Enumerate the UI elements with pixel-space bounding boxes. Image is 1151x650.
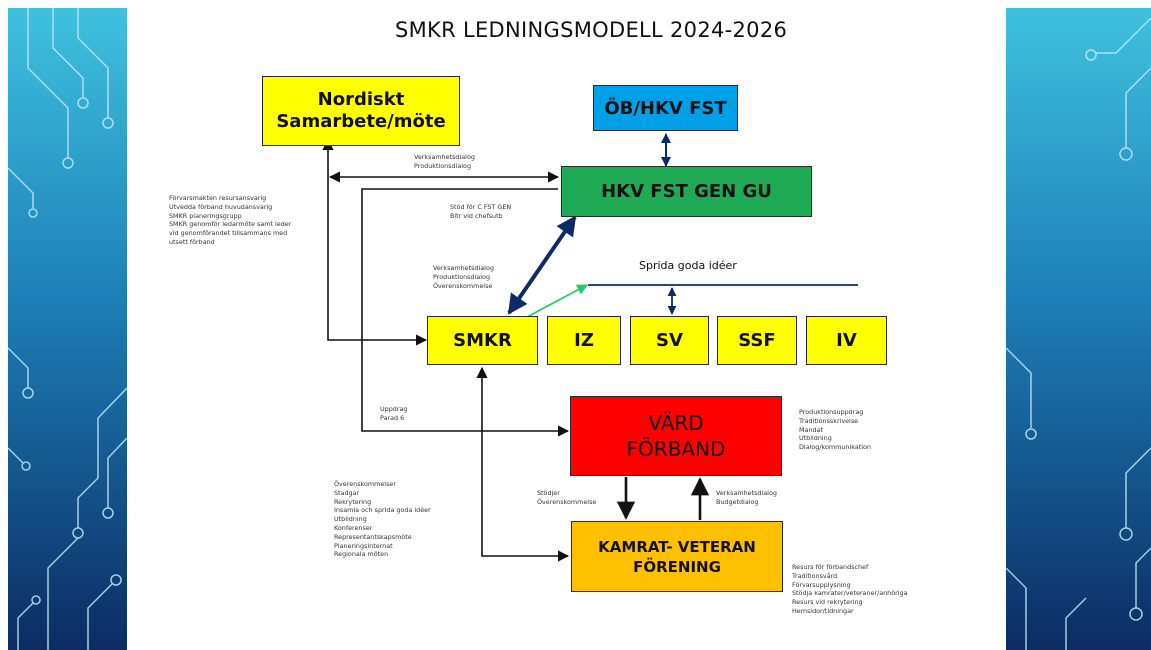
note-line: Representantskapsmöte [334,532,412,541]
box-vard-label: VÄRD FÖRBAND [626,411,726,461]
note-line: Budgetdialog [716,497,759,506]
note-line: Resurs för förbandschef [792,563,869,571]
note-line: Planeringsinternat [334,541,393,550]
note-line: Mandat [799,425,823,434]
arrow-hkv-smkr [507,215,577,315]
note-line: Produktionsdialog [414,161,472,170]
note-line: Stödja kamrater/veteraner/anhöriga [792,589,908,598]
box-hkv-fst-gen-gu: HKV FST GEN GU [561,166,812,217]
top-border [0,0,1151,8]
note-line: Stödjer [537,489,560,497]
note-line: Utbildning [334,515,367,524]
box-ob-label: ÖB/HKV FST [604,97,727,119]
note-line: Traditionsskrivelse [799,416,859,425]
box-sv: SV [630,316,709,365]
sprida-label: Sprida goda idéer [639,259,737,272]
note-line: Resurs vid rekrytering [792,598,863,607]
box-hkv-label: HKV FST GEN GU [601,181,772,202]
note-line: Verksamhetsdialog [433,264,494,272]
note-line: Produktionsuppdrag [799,408,864,416]
note-line: Förvarsupplysning [792,580,851,589]
note-line: Stöd för C FST GEN [450,203,512,211]
box-kamrat-veteran: KAMRAT- VETERAN FÖRENING [571,521,783,592]
note-line: vid genomförandet tillsammans med [169,229,288,238]
arrow-nordiskt-smkr [322,138,428,346]
note-line: SMKR planeringsgrupp [169,211,242,220]
box-iv-label: IV [836,330,857,351]
right-circuit-decoration [1006,8,1151,650]
box-ob-hkv-fst: ÖB/HKV FST [593,85,738,131]
note-line: Hemsidor/tidningar [792,606,854,615]
note-line: Överenskommelser [334,480,396,488]
note-line: Konferenser [334,523,373,532]
note-line: Rekrytering [334,497,372,506]
box-iz-label: IZ [574,330,594,351]
note-line: Bitr vid chefsutb [450,211,503,220]
arrow-smkr-kamrat [476,366,570,562]
note-line: Parad 6 [380,413,405,422]
note-line: Överenskommelse [433,281,493,290]
note-line: Utvedda förband huvudansvarig [169,202,273,211]
note-line: Traditionsvård [792,571,838,580]
box-ssf-label: SSF [738,330,776,351]
box-nordiskt-label: Nordiskt Samarbete/möte [276,89,446,132]
note-line: Dialog/kommunikation [799,443,871,452]
box-sv-label: SV [656,330,683,351]
box-smkr-label: SMKR [453,330,512,351]
box-ssf: SSF [717,316,797,365]
left-circuit-decoration [8,8,127,650]
note-line: Uppdrag [380,405,408,413]
note-line: SMKR genomför ledarmöte samt leder [169,220,292,229]
note-line: Verksamhetsdialog [414,153,475,161]
box-nordiskt-samarbete: Nordiskt Samarbete/möte [262,76,460,146]
box-iz: IZ [547,316,621,365]
note-line: Regionala möten [334,550,389,559]
box-iv: IV [806,316,887,365]
note-line: Överenskommelse [537,497,597,506]
note-line: Produktionsdialog [433,272,491,281]
note-line: utsett förband [169,237,215,246]
note-line: Stadgar [334,488,360,497]
box-smkr: SMKR [427,316,538,365]
note-line: Förvarsmakten resursansvarig [169,194,267,202]
arrow-hkv-vard [361,188,570,437]
box-kamrat-label: KAMRAT- VETERAN FÖRENING [598,537,756,576]
note-line: Verksamhetsdialog [716,489,777,497]
slide-title: SMKR LEDNINGSMODELL 2024-2026 [395,18,788,42]
note-line: Utbildning [799,434,832,443]
box-vard-forband: VÄRD FÖRBAND [570,396,782,476]
note-line: Insamla och sprida goda idéer [334,506,431,515]
